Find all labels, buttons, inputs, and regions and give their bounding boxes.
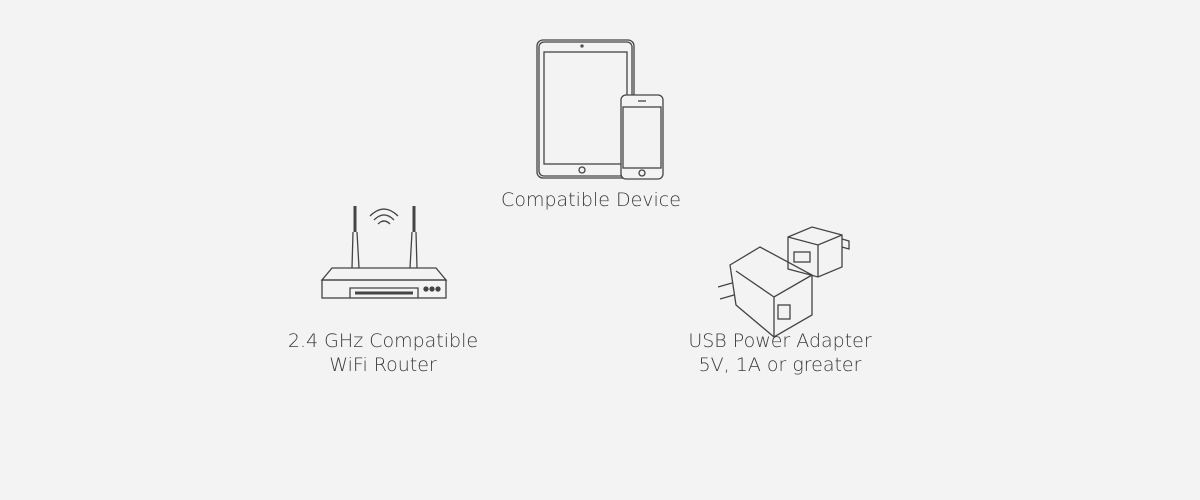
label-line: Compatible Device <box>501 189 681 211</box>
usb-power-adapter-icon <box>717 226 850 338</box>
wifi-router-icon <box>320 206 448 299</box>
label-line: 2.4 GHz Compatible <box>287 330 479 352</box>
compatible-device-label: Compatible Device <box>501 188 681 212</box>
label-line: USB Power Adapter <box>688 330 872 352</box>
tablet-phone-icon <box>536 39 664 180</box>
label-line: 5V, 1A or greater <box>698 354 862 376</box>
usb-adapter-label: USB Power Adapter 5V, 1A or greater <box>688 329 871 377</box>
label-line: WiFi Router <box>329 354 437 376</box>
router-label: 2.4 GHz Compatible WiFi Router <box>288 329 478 377</box>
